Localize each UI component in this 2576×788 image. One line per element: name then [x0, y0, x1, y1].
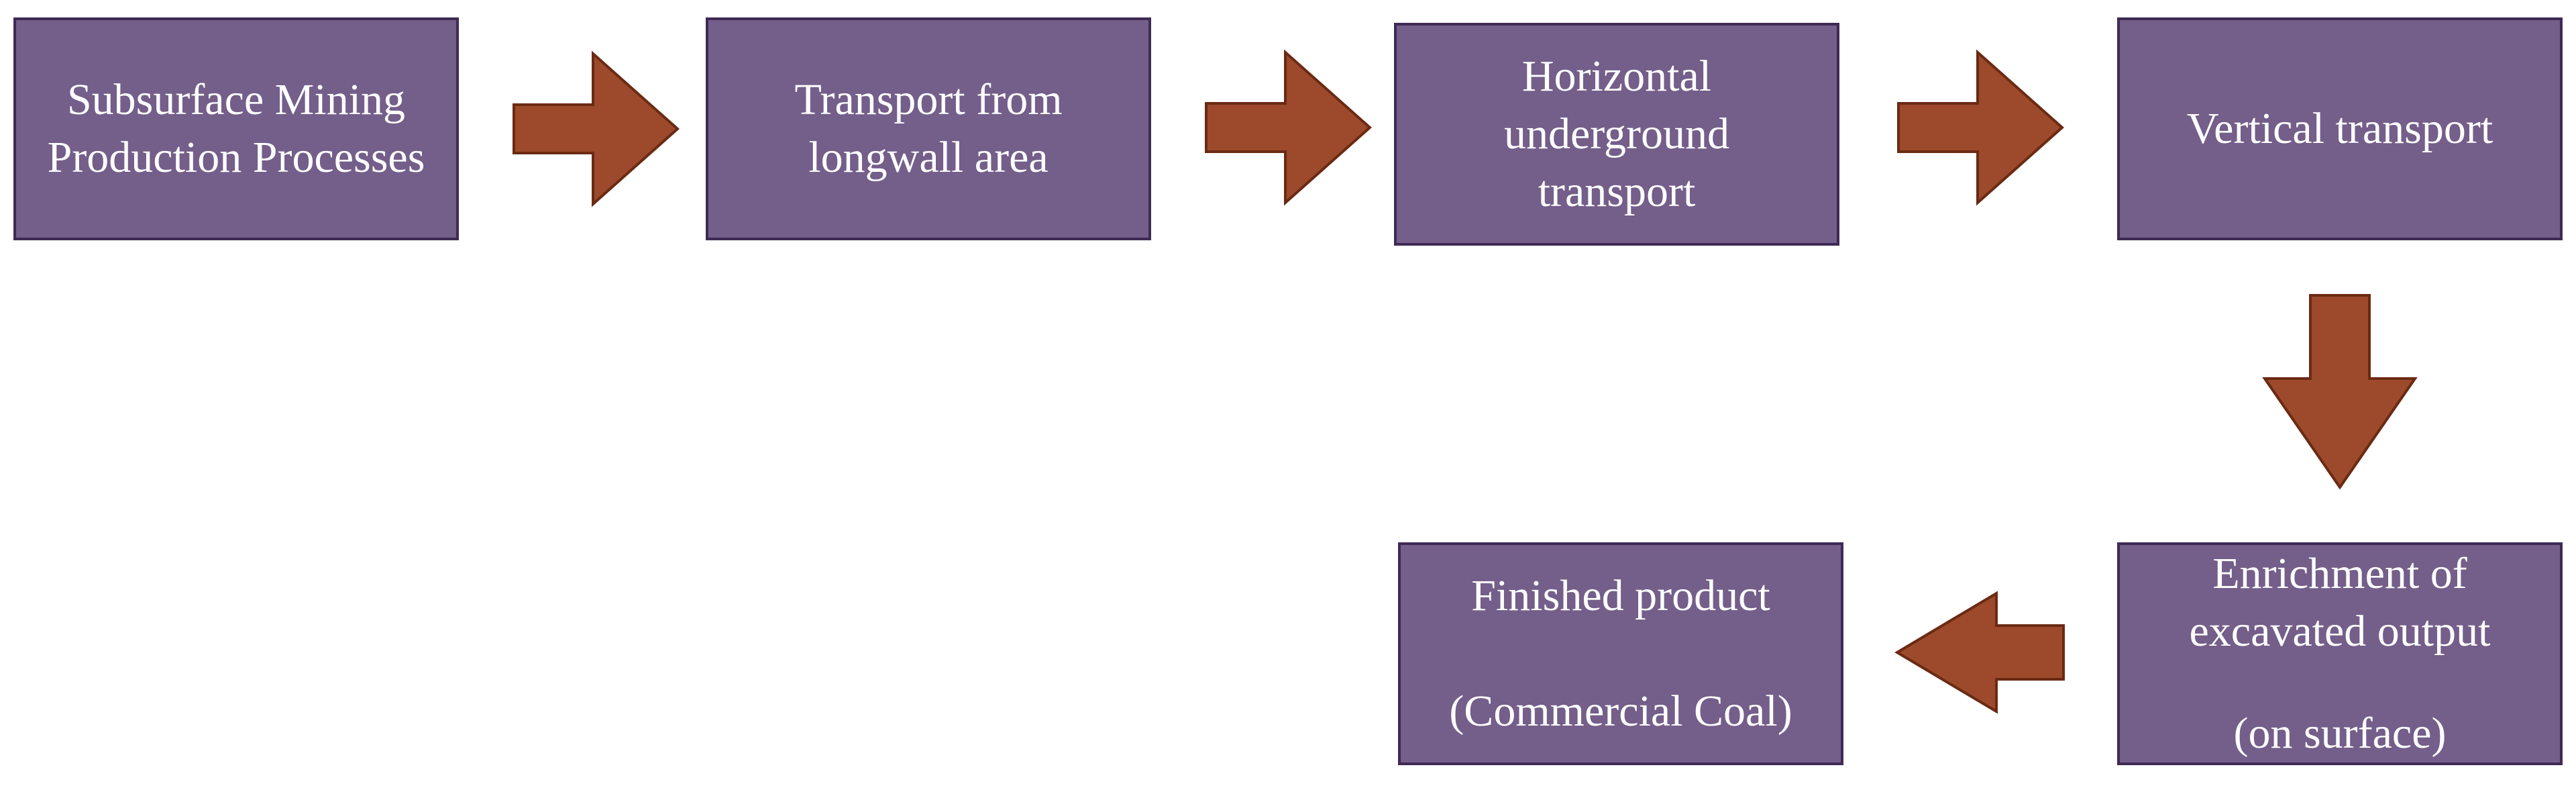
node-transport-longwall: Transport from longwall area: [706, 17, 1151, 240]
node-label-line: Vertical transport: [2186, 104, 2493, 154]
node-label-line: excavated output: [2189, 606, 2491, 656]
node-label-line: Subsurface Mining: [66, 75, 406, 125]
node-finished-product: Finished product (Commercial Coal): [1398, 542, 1843, 765]
node-label-line: Finished product: [1471, 571, 1770, 621]
arrow-right-3: [1897, 49, 2065, 206]
arrow-right-1: [513, 50, 680, 207]
node-enrichment: Enrichment of excavated output (on surfa…: [2117, 542, 2563, 765]
node-label-line: (on surface): [2233, 709, 2447, 758]
node-label-line: Enrichment of: [2212, 549, 2467, 598]
arrow-down: [2262, 294, 2418, 490]
node-label-line: (Commercial Coal): [1449, 687, 1792, 736]
node-label-line: Production Processes: [47, 133, 425, 182]
node-vertical-transport: Vertical transport: [2117, 17, 2563, 240]
node-label-line: Transport from: [794, 75, 1063, 125]
node-label-line: longwall area: [808, 133, 1049, 182]
arrow-right-2: [1205, 49, 1373, 206]
node-label-line: underground: [1503, 109, 1730, 159]
node-label-line: Horizontal: [1521, 52, 1712, 101]
node-horizontal-transport: Horizontal underground transport: [1394, 23, 1839, 246]
node-subsurface-mining: Subsurface Mining Production Processes: [13, 17, 459, 240]
node-label-line: transport: [1538, 166, 1696, 216]
arrow-left: [1894, 591, 2065, 714]
